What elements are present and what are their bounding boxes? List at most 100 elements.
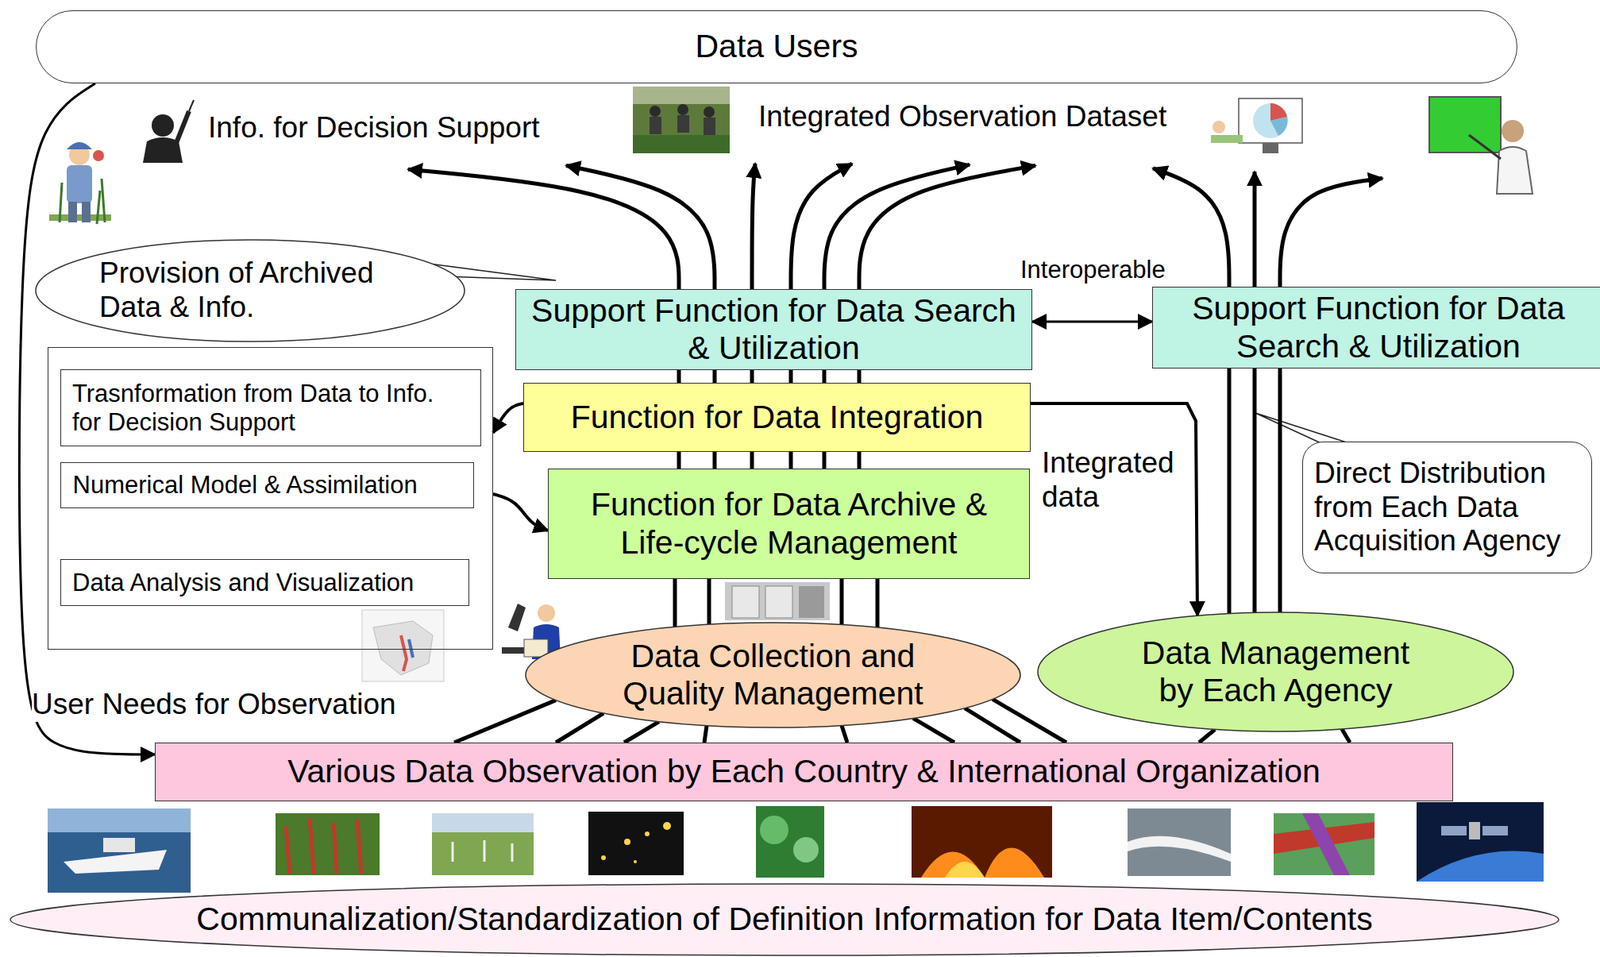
node-text: Numerical Model & Assimilation xyxy=(73,470,463,500)
function-box: Function for Data Archive & Life-cycle M… xyxy=(547,468,1030,579)
process-box: Numerical Model & Assimilation xyxy=(60,462,475,509)
connector xyxy=(822,451,827,469)
text-block: Data Analysis and Visualization xyxy=(72,568,458,598)
text-block: Data Users xyxy=(694,27,858,66)
ellipse-shape xyxy=(10,883,1559,956)
chart-presenter-icon xyxy=(1212,120,1226,134)
night-lights-photo xyxy=(588,811,684,876)
edge-label-holder: Integrated data xyxy=(1041,446,1181,514)
speaker-icon xyxy=(188,100,194,112)
satellite-photo xyxy=(1441,825,1467,836)
connector xyxy=(1199,729,1215,743)
ship-photo xyxy=(47,808,191,893)
node-text: Data Analysis and Visualization xyxy=(72,568,458,598)
satellite-photo xyxy=(1416,851,1544,882)
edge-label-holder: Interoperable xyxy=(1020,255,1166,285)
map-thumbnail xyxy=(362,609,444,682)
text-block: Trasnformation from Data to Info. for De… xyxy=(72,379,470,436)
crop-photo xyxy=(285,817,362,874)
connector xyxy=(789,451,794,469)
night-lights-photo xyxy=(644,831,650,837)
dataset-ellipse: Info. for Decision SupportIntegrated Obs… xyxy=(40,163,1557,245)
speaker-icon xyxy=(132,100,199,163)
farmer-icon xyxy=(68,201,78,223)
grassland-photo xyxy=(431,813,534,876)
text-block: Function for Data Integration xyxy=(531,398,1023,436)
heading-text: Integrated Observation Dataset xyxy=(758,100,1167,135)
connector xyxy=(704,725,707,743)
ellipse-shape xyxy=(525,622,1021,728)
server-photo xyxy=(798,586,825,618)
connector xyxy=(493,493,548,531)
process-ellipse: Data Collection and Quality Management xyxy=(525,622,1021,728)
node-text: Data Collection and Quality Management xyxy=(598,637,949,713)
callout-tail xyxy=(1255,412,1354,445)
connector xyxy=(1280,177,1383,287)
node-text: Data Users xyxy=(694,27,858,66)
crop-photo xyxy=(275,813,380,876)
chart-presenter-icon xyxy=(1238,98,1303,143)
farmer-icon xyxy=(66,142,93,150)
field-photo xyxy=(632,86,730,154)
night-lights-photo xyxy=(624,838,631,845)
heading-holder: Integrated Observation Dataset xyxy=(758,100,1167,135)
field-photo xyxy=(632,86,730,105)
map-thumbnail xyxy=(373,620,433,675)
connector xyxy=(750,370,755,383)
connector xyxy=(789,370,794,383)
field-photo xyxy=(703,106,715,118)
standard-ellipse: Communalization/Standardization of Defin… xyxy=(10,883,1559,956)
connector xyxy=(1032,320,1153,324)
map-photo xyxy=(1302,813,1350,876)
forest-photo xyxy=(755,805,825,878)
teacher-icon xyxy=(1496,146,1533,194)
coast-photo xyxy=(1127,808,1231,876)
teacher-icon xyxy=(1429,96,1501,153)
speaker-icon xyxy=(151,114,174,137)
text-block: Various Data Observation by Each Country… xyxy=(169,752,1440,791)
callout-bubble: Direct Distribution from Each Data Acqui… xyxy=(1302,441,1593,574)
satellite-photo xyxy=(1416,801,1544,882)
edge-label: Integrated data xyxy=(1041,446,1181,514)
observation-band: Various Data Observation by Each Country… xyxy=(154,742,1454,802)
farmer-icon xyxy=(66,165,93,204)
map-photo xyxy=(1273,813,1375,876)
connector xyxy=(707,578,712,625)
coast-photo xyxy=(1127,808,1231,876)
node-text: Data Management by Each Agency xyxy=(1129,634,1423,710)
speaker-icon xyxy=(132,104,199,163)
edge-label: Interoperable xyxy=(1020,255,1166,285)
text-block: Data Collection and Quality Management xyxy=(598,637,949,713)
server-photo xyxy=(765,586,793,618)
text-block: Support Function for Data Search & Utili… xyxy=(523,292,1025,367)
speaker-icon xyxy=(176,111,189,143)
coast-photo xyxy=(1127,836,1231,862)
satellite-photo xyxy=(1416,801,1544,882)
text-block: Numerical Model & Assimilation xyxy=(73,470,463,500)
connector xyxy=(790,163,853,290)
map-photo xyxy=(1273,813,1375,876)
scientist-icon xyxy=(501,603,561,660)
forest-photo xyxy=(793,836,819,863)
server-photo xyxy=(724,582,830,621)
connector xyxy=(1341,728,1350,743)
grassland-photo xyxy=(431,813,534,876)
fire-photo xyxy=(921,848,1045,879)
node-text: Various Data Observation by Each Country… xyxy=(169,752,1440,791)
chart-presenter-icon xyxy=(1210,134,1243,143)
text-block: Direct Distribution from Each Data Acqui… xyxy=(1314,456,1581,559)
teacher-icon xyxy=(1501,119,1524,143)
ship-photo xyxy=(63,849,167,874)
fire-photo xyxy=(911,805,1053,878)
connector xyxy=(841,724,848,743)
process-box: Data Analysis and Visualization xyxy=(60,559,470,606)
connector xyxy=(1030,403,1198,616)
function-box: Support Function for Data Search & Utili… xyxy=(1152,286,1600,369)
night-lights-photo xyxy=(663,821,671,830)
connector xyxy=(751,163,756,290)
teacher-icon xyxy=(1429,96,1533,194)
connector xyxy=(454,700,556,743)
satellite-photo xyxy=(1468,821,1481,840)
callout-tail xyxy=(1255,412,1354,445)
heading-holder: Info. for Decision Support xyxy=(208,111,540,146)
